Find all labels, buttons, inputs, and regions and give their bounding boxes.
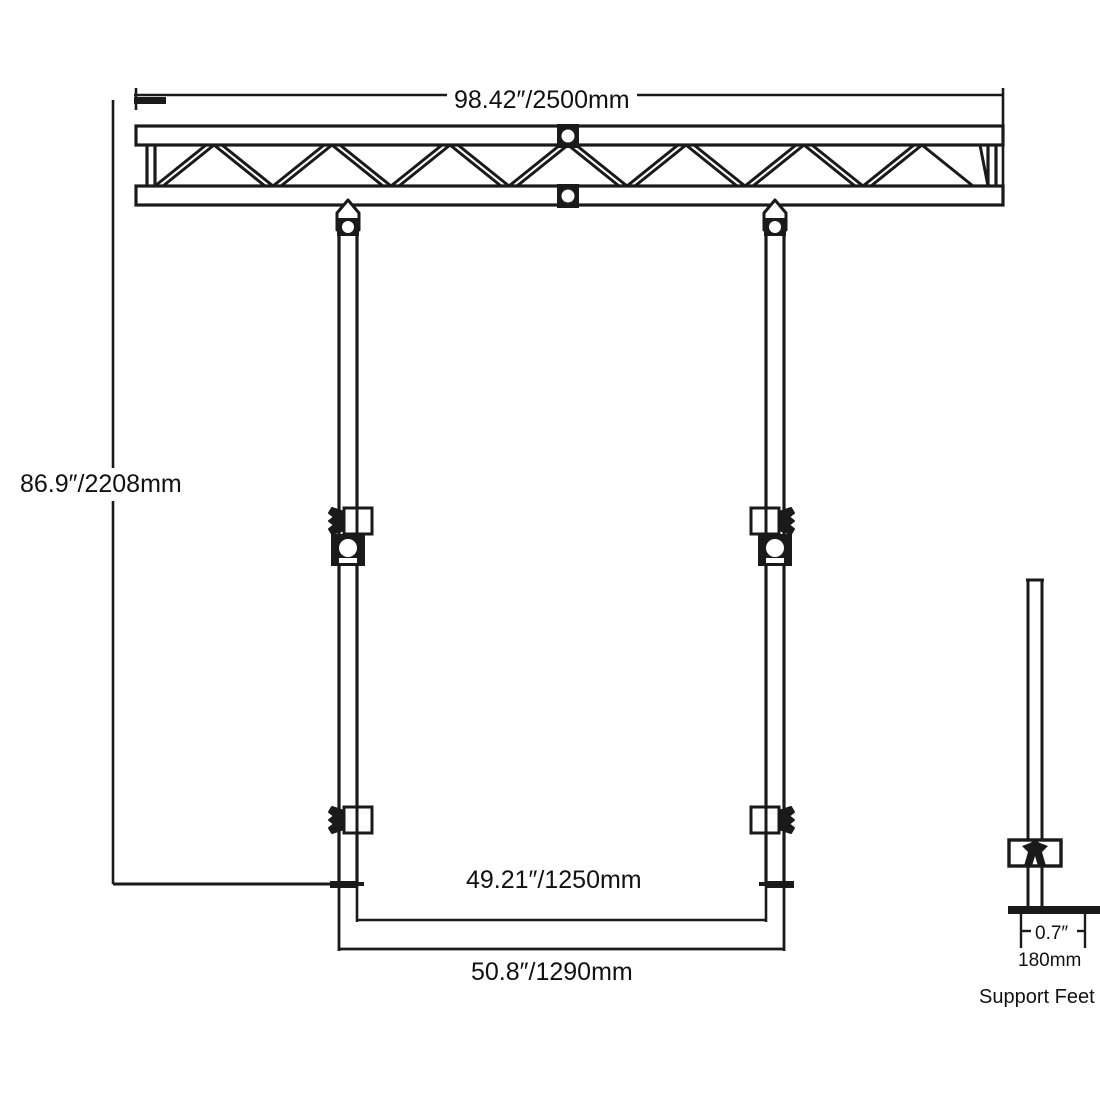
left-post-collar [331,534,365,566]
support-foot-base-plate [1008,906,1100,914]
right-post-collar [758,534,792,566]
right-post-clamp-upper [749,506,796,536]
span-dimension-label: 98.42″/2500mm [447,86,637,115]
right-post-clamp-lower [749,805,796,835]
right-vertical-post [749,198,796,886]
truss-coupler-block-top [557,124,579,148]
span-dimension-left-tick [134,97,166,104]
horizontal-truss-beam [134,124,1005,208]
inner-width-dimension-label: 49.21″/1250mm [458,866,650,895]
inner-width-tick-right [766,881,794,888]
support-foot-detail [1007,578,1100,948]
outer-width-dimension-group [337,884,786,951]
truss-diagonals [154,143,990,188]
left-post-clamp-lower [327,805,374,835]
left-post-clamp-upper [327,506,374,536]
height-dimension-label: 86.9″/2208mm [14,468,188,501]
support-foot-mm-label: 180mm [1014,950,1086,972]
inner-width-tick-left [330,881,358,888]
inner-width-dimension-group [330,881,794,922]
left-vertical-post [327,198,374,886]
outer-width-dimension-label: 50.8″/1290mm [463,958,641,987]
support-feet-caption: Support Feet [975,986,1099,1009]
support-foot-bracket [1007,838,1063,868]
support-foot-inches-label: 0.7″ [1031,923,1073,945]
truss-coupler-block-bottom [557,184,579,208]
